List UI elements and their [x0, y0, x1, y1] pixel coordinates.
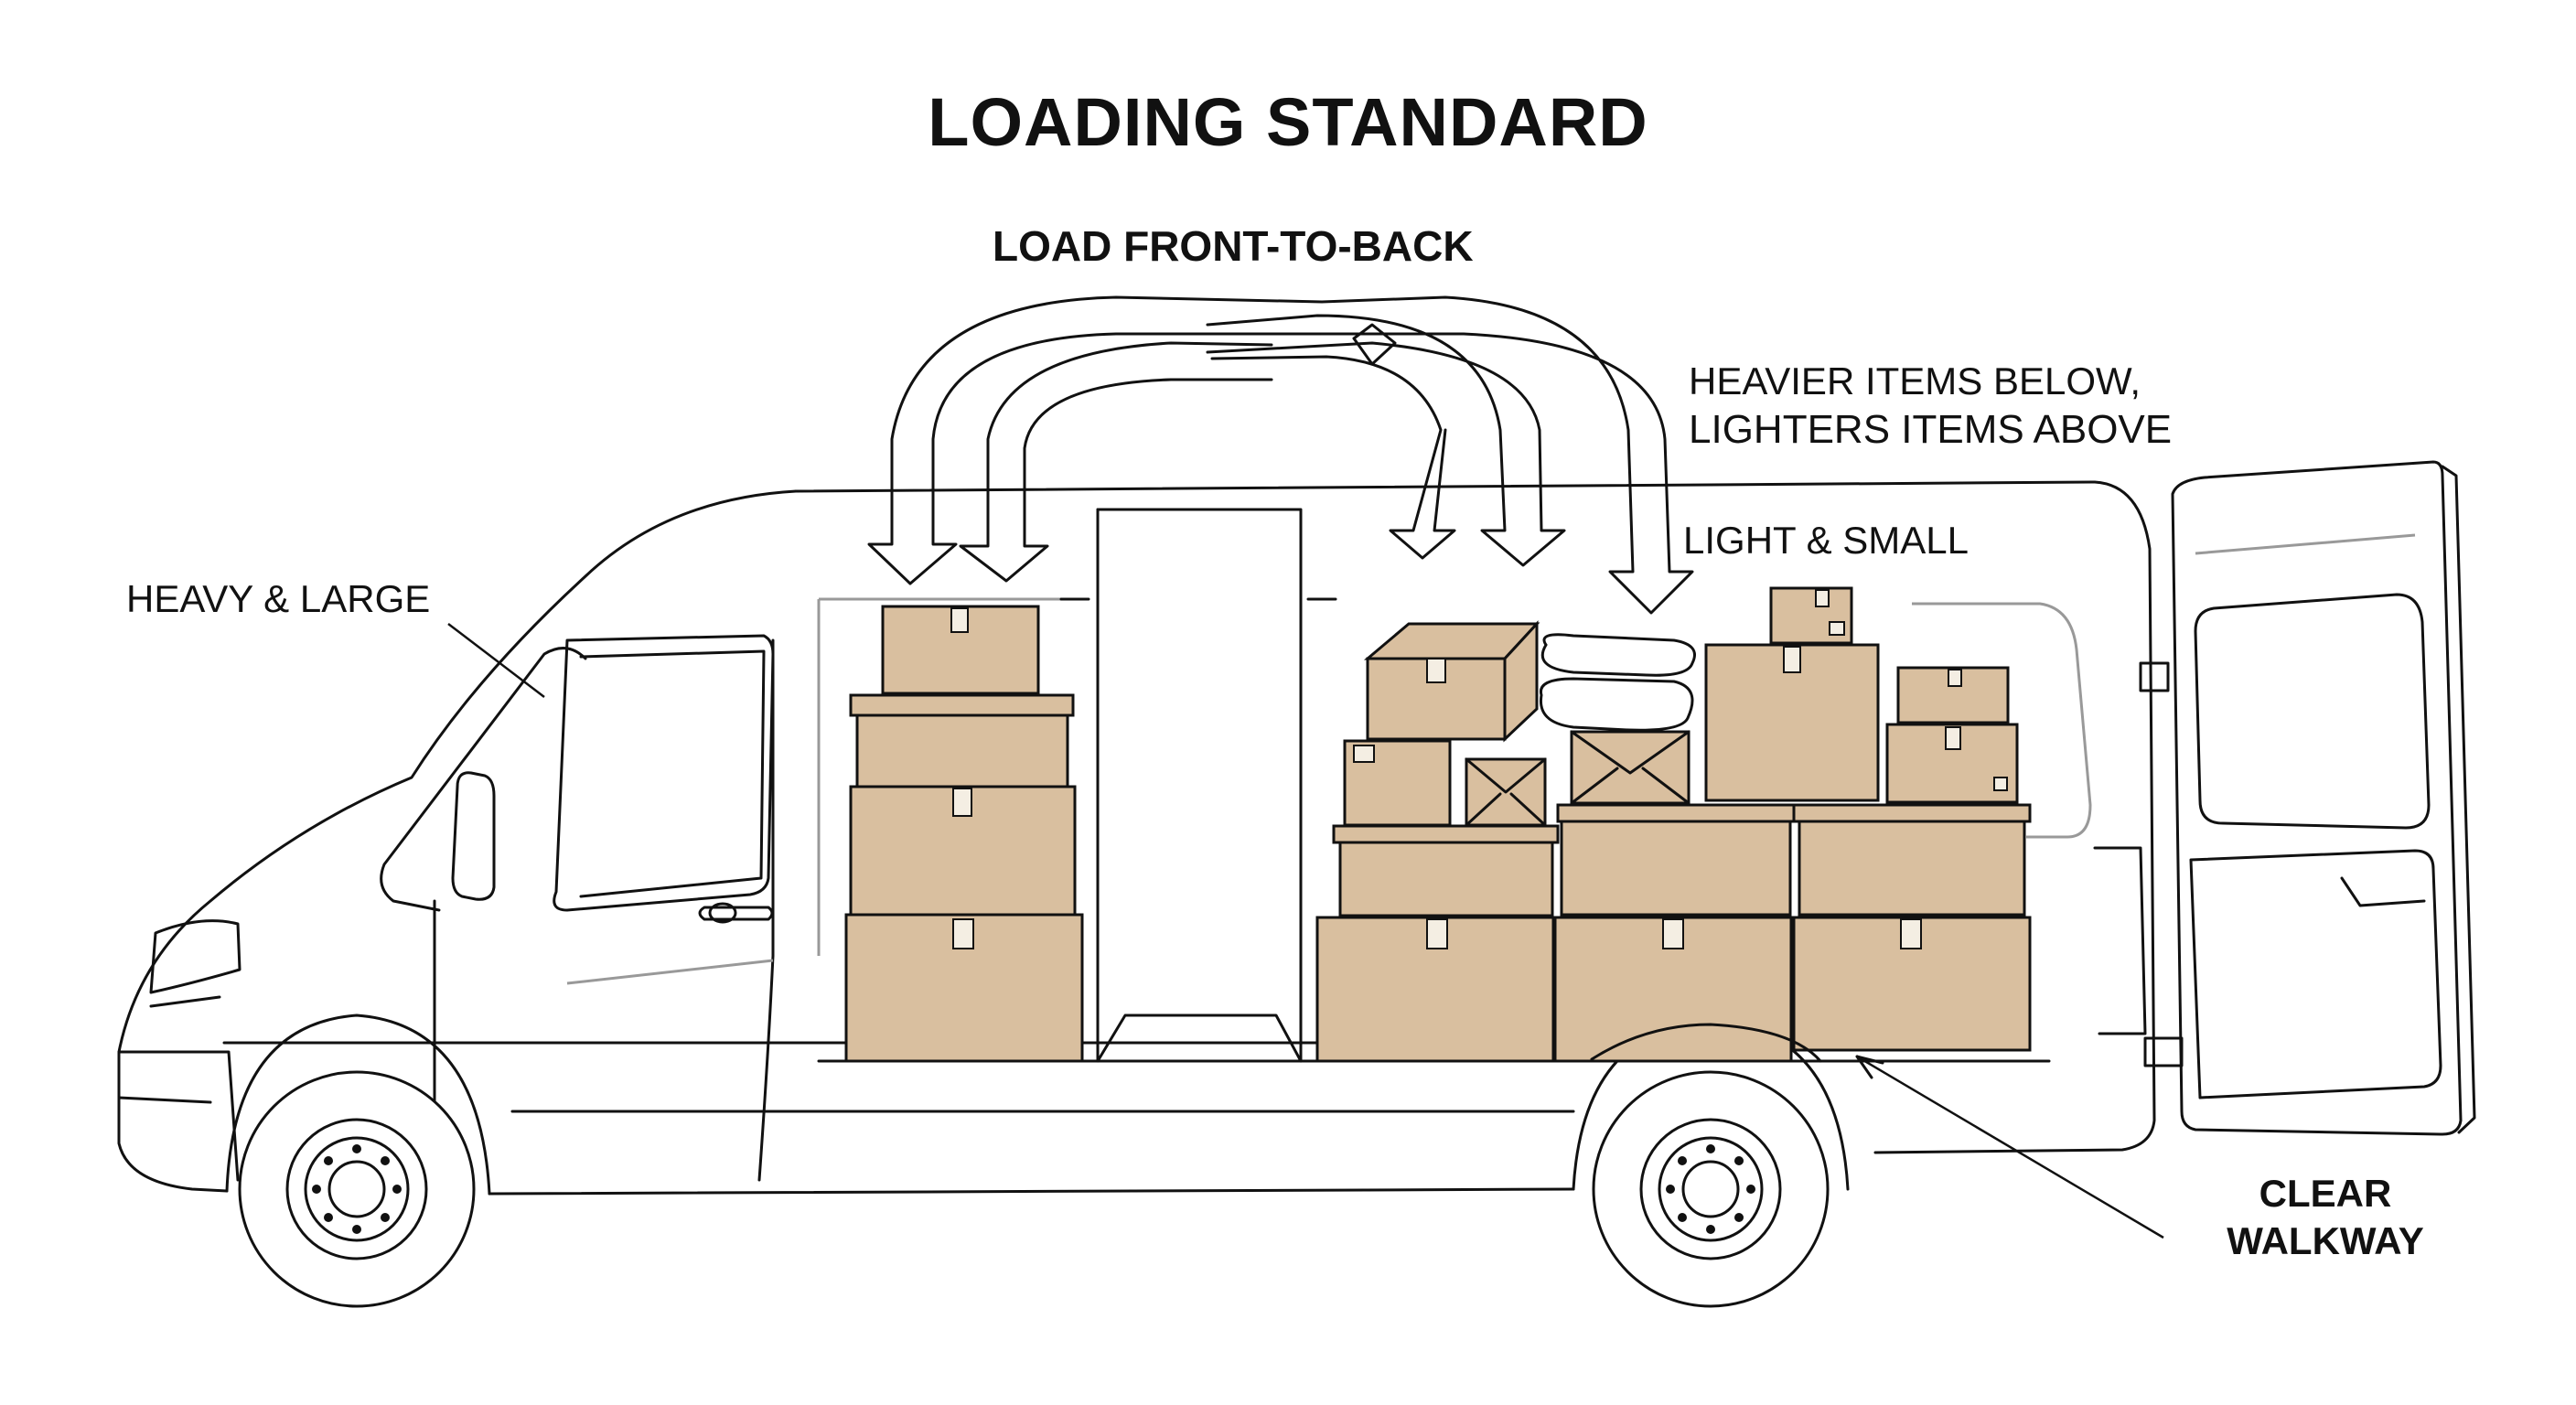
clear-walkway-leader	[1856, 1055, 2164, 1239]
heavy-large-leader	[447, 623, 545, 698]
box	[1560, 820, 1792, 917]
box	[1338, 841, 1554, 917]
box-tag	[1426, 658, 1446, 683]
box-tag	[1948, 669, 1962, 687]
box-stack-front	[844, 605, 1084, 1063]
box-tag	[950, 607, 969, 633]
envelope	[1570, 730, 1690, 805]
box-tag	[1662, 918, 1684, 949]
box-tag	[1993, 777, 2008, 791]
heavy-large-label: HEAVY & LARGE	[126, 577, 431, 620]
box-tag	[1815, 589, 1830, 607]
load-front-to-back-label: LOAD FRONT-TO-BACK	[993, 222, 1474, 270]
box-stack-middle	[1315, 620, 1560, 1063]
box-tag	[1426, 918, 1448, 949]
clear-walkway-line1: CLEAR	[2259, 1172, 2392, 1215]
clear-walkway-label: CLEAR WALKWAY	[2179, 1171, 2472, 1265]
arrow-inner-left	[959, 341, 1273, 583]
box-stack-rear	[1539, 586, 2032, 1063]
arrow-inner-right	[1210, 355, 1456, 560]
clear-walkway-arrowhead	[1855, 1055, 1884, 1079]
arrow-head-center	[1352, 323, 1397, 366]
box	[1556, 803, 1796, 823]
arrow-outer-right	[1320, 295, 1694, 615]
rear-wheel	[1572, 1018, 1850, 1308]
clear-walkway-line2: WALKWAY	[2227, 1219, 2424, 1263]
light-small-label: LIGHT & SMALL	[1683, 519, 1970, 562]
box	[855, 713, 1069, 788]
front-to-back-arrows	[867, 295, 1694, 615]
heavier-items-line2: LIGHTERS ITEMS ABOVE	[1689, 407, 2173, 453]
heavier-items-line1: HEAVIER ITEMS BELOW,	[1689, 359, 2141, 402]
box-tag	[952, 918, 974, 949]
box-tag	[1900, 918, 1922, 949]
heavier-items-label: HEAVIER ITEMS BELOW, LIGHTERS ITEMS ABOV…	[1689, 359, 2172, 455]
box-tag	[952, 788, 972, 817]
rear-door	[2171, 460, 2476, 1136]
front-wheel	[225, 1014, 491, 1308]
arrow-outer-left	[867, 295, 1324, 585]
soft-package	[1539, 677, 1694, 732]
box-tag	[1783, 646, 1801, 673]
page-title: LOADING STANDARD	[928, 84, 1648, 160]
box	[1332, 824, 1560, 844]
box	[1798, 820, 2026, 917]
box	[849, 693, 1075, 717]
box	[1503, 620, 1539, 743]
arrow-middle-right	[1206, 314, 1566, 567]
box-tag	[1945, 726, 1961, 750]
box-tag	[1829, 621, 1845, 636]
soft-package	[1540, 633, 1696, 677]
box-tag	[1353, 745, 1375, 763]
box	[1792, 803, 2032, 823]
